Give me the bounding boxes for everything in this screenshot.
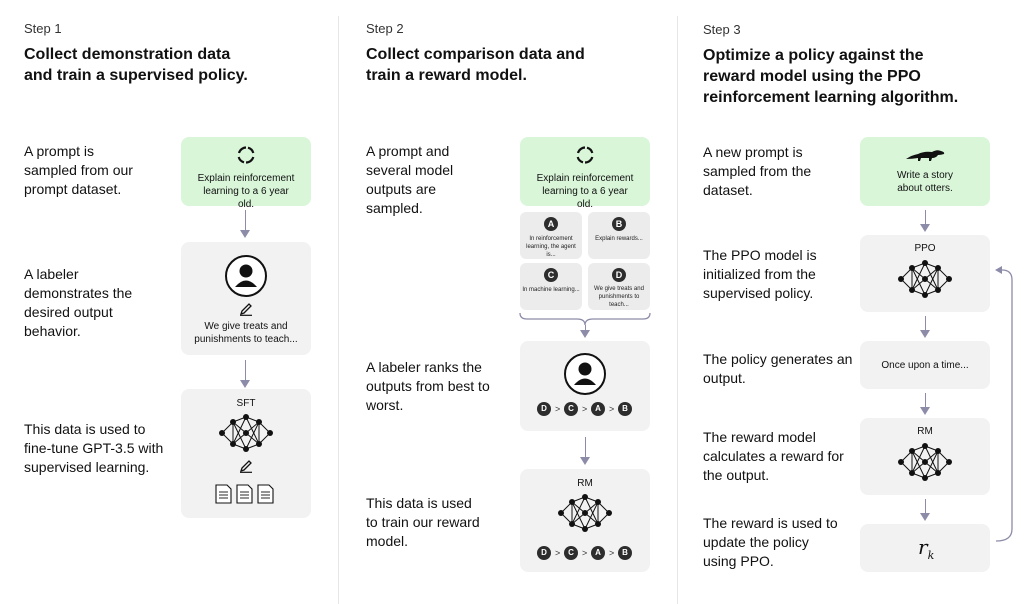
step-1-desc-3: This data is used to fine-tune GPT-3.5 w… [24,421,164,475]
rank-separator: > [582,548,588,558]
cycle-icon [576,146,594,164]
arrow-icon [580,330,590,338]
step-3-rm-box: RM [860,418,990,495]
output-text-b: Explain rewards... [595,236,643,242]
output-card-a: A In reinforcement learning, the agent i… [520,212,582,259]
rank-2: C [564,402,578,416]
step-2-rank-box: D > C > A > B [520,341,650,431]
step-1-sft-box: SFT [181,389,311,518]
output-letter-d: D [612,268,626,282]
step-3-desc-1: A new prompt is sampled from the dataset… [703,144,812,198]
step-3-ppo-box: PPO [860,235,990,312]
step-2-prompt-text: Explain reinforcement learning to a 6 ye… [536,173,634,210]
arrow-icon [580,457,590,465]
rank-2: C [564,546,578,560]
step-2-label: Step 2 [366,21,404,36]
rank-separator: > [609,404,615,414]
step-2-title: Collect comparison data and train a rewa… [366,46,585,84]
step-3-output-text: Once upon a time... [881,360,969,371]
output-letter-b: B [612,217,626,231]
rank-4: B [618,402,632,416]
reward-symbol: rk [918,535,935,562]
ppo-label: PPO [914,243,936,254]
rm-label: RM [577,478,593,489]
output-text-c: In machine learning... [522,287,580,293]
step-1-demo-text: We give treats and punishments to teach.… [194,321,298,345]
otter-icon [906,150,945,161]
step-2-desc-1: A prompt and several model outputs are s… [366,143,454,216]
step-3-desc-2: The PPO model is initialized from the su… [703,247,817,301]
step-2-desc-2: A labeler ranks the outputs from best to… [366,359,490,413]
rank-1: D [537,402,551,416]
feedback-loop-arrow [995,266,1013,542]
rank-3: A [591,402,605,416]
step-2-rm-box: RM D > C > A > B [520,469,650,572]
step-1-label: Step 1 [24,21,62,36]
labeler-avatar-icon [225,255,267,297]
step-3-title: Optimize a policy against the reward mod… [703,47,959,106]
step-1-desc-2: A labeler demonstrates the desired outpu… [24,266,133,339]
output-card-b: B Explain rewards... [588,212,650,259]
arrow-icon [920,513,930,521]
step-1-desc-1: A prompt is sampled from our prompt data… [24,143,133,197]
column-divider-2 [677,16,678,604]
neural-network-icon [898,443,952,481]
documents-icon [215,484,274,504]
arrow-icon [240,380,250,388]
step-3-desc-4: The reward model calculates a reward for… [703,429,844,483]
output-card-d: D We give treats and punishments to teac… [588,263,650,310]
step-3-prompt-box: Write a story about otters. [860,137,990,206]
rank-1: D [537,546,551,560]
step-3-desc-5: The reward is used to update the policy … [703,515,838,569]
step-1-demo-box: We give treats and punishments to teach.… [181,242,311,355]
arrow-icon [920,407,930,415]
rank-separator: > [555,548,561,558]
step-3-output-box: Once upon a time... [860,341,990,389]
brace-icon [519,312,651,326]
step-1-prompt-box: Explain reinforcement learning to a 6 ye… [181,137,311,210]
rank-separator: > [609,548,615,558]
rm-label: RM [917,426,933,437]
output-letter-c: C [544,268,558,282]
step-2-prompt-box: Explain reinforcement learning to a 6 ye… [520,137,650,210]
arrow-icon [920,330,930,338]
output-text-d: We give treats and punishments to teach.… [594,286,644,308]
pencil-icon [239,460,252,473]
arrow-icon [240,230,250,238]
step-3-prompt-text: Write a story about otters. [897,170,953,194]
step-1-title: Collect demonstration data and train a s… [24,46,248,84]
neural-network-icon [558,494,612,532]
rank-separator: > [555,404,561,414]
neural-network-icon [898,260,952,298]
output-card-c: C In machine learning... [520,263,582,310]
output-text-a: In reinforcement learning, the agent is.… [526,236,576,258]
step-3-reward-box: rk [860,524,990,572]
neural-network-icon [219,414,273,452]
cycle-icon [237,146,255,164]
output-letter-a: A [544,217,558,231]
labeler-avatar-icon [564,353,606,395]
step-1-prompt-text: Explain reinforcement learning to a 6 ye… [197,173,295,210]
rank-separator: > [582,404,588,414]
step-3-desc-3: The policy generates an output. [703,351,853,386]
step-3-label: Step 3 [703,22,741,37]
arrow-icon [920,224,930,232]
step-2-desc-3: This data is used to train our reward mo… [366,495,480,549]
column-divider-1 [338,16,339,604]
rank-4: B [618,546,632,560]
sft-label: SFT [236,398,256,409]
rank-3: A [591,546,605,560]
pencil-icon [239,303,252,316]
